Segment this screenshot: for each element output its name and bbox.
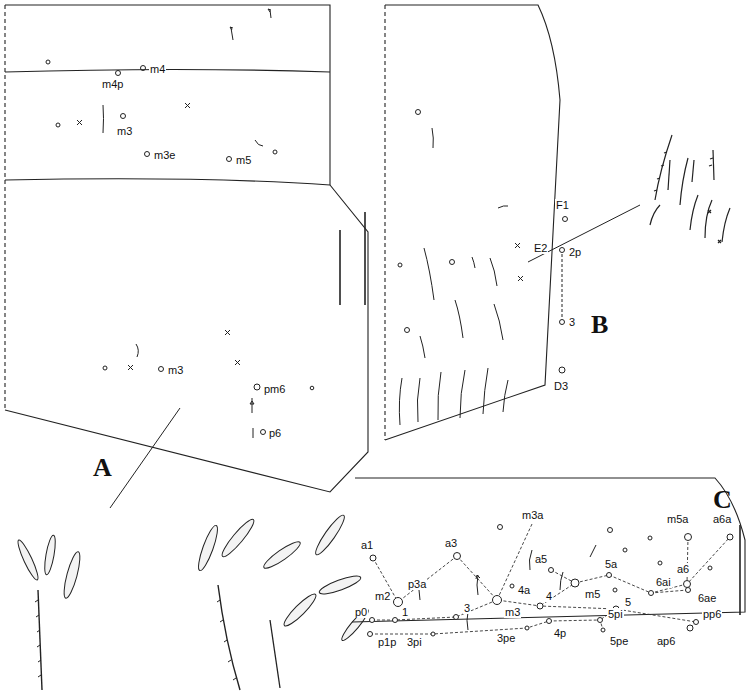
seta-label: a6 <box>676 563 690 575</box>
seta-label: m3 <box>504 606 521 618</box>
seta-label: pm6 <box>263 383 286 395</box>
seta-label: 4a <box>517 584 531 596</box>
seta-label: 4 <box>545 590 553 602</box>
seta-label: 3pe <box>496 632 516 644</box>
seta-label: m2 <box>374 590 391 602</box>
seta-label: m5a <box>666 513 689 525</box>
seta-label: a3 <box>444 537 458 549</box>
seta-label: ap6 <box>656 635 676 647</box>
seta-label: 5pi <box>607 608 624 620</box>
seta-label: 5 <box>624 596 632 608</box>
seta-label: 5a <box>604 558 618 570</box>
seta-label: m3 <box>167 364 184 376</box>
panel-b-outline <box>385 5 560 440</box>
seta-label: m3e <box>153 149 176 161</box>
panel-a-setae <box>46 9 314 508</box>
seta-label: 5pe <box>609 635 629 647</box>
panel-a-outline <box>5 5 368 492</box>
seta-label: m5 <box>235 154 252 166</box>
seta-label: m3a <box>521 509 544 521</box>
seta-label: a1 <box>360 539 374 551</box>
scale-bar <box>340 212 740 615</box>
seta-label: m4p <box>101 78 124 90</box>
panel-c-setae <box>419 545 596 630</box>
panel-c-homology-lines <box>370 524 730 634</box>
seta-label: 3 <box>568 316 576 328</box>
panel-b-inset-setae <box>650 135 730 243</box>
seta-label: 6ae <box>697 592 717 604</box>
seta-label: m5 <box>584 588 601 600</box>
seta-label: 1 <box>401 606 409 618</box>
seta-label: a6a <box>712 513 732 525</box>
seta-label: 6ai <box>655 576 672 588</box>
seta-label: 4p <box>553 627 567 639</box>
panel-b-setae <box>398 110 640 426</box>
seta-label: p1p <box>377 636 397 648</box>
seta-label: 2p <box>568 246 582 258</box>
seta-label: p0 <box>354 606 368 618</box>
seta-label: p3a <box>407 578 427 590</box>
panel-letter: A <box>92 454 113 482</box>
panel-letter: C <box>712 486 733 514</box>
seta-label: a5 <box>534 553 548 565</box>
panel-c-outline <box>352 478 745 622</box>
panel-c-sockets <box>368 525 734 637</box>
seta-label: m4 <box>149 63 166 75</box>
seta-label: E2 <box>533 242 548 254</box>
seta-label: F1 <box>555 199 570 211</box>
panel-letter: B <box>590 311 609 339</box>
seta-label: 3 <box>463 602 471 614</box>
panel-a-inset-scales <box>15 512 371 690</box>
seta-label: m3 <box>116 125 133 137</box>
seta-label: pp6 <box>702 608 722 620</box>
seta-label: D3 <box>553 380 569 392</box>
seta-label: 3pi <box>406 636 423 648</box>
seta-label: p6 <box>268 427 282 439</box>
